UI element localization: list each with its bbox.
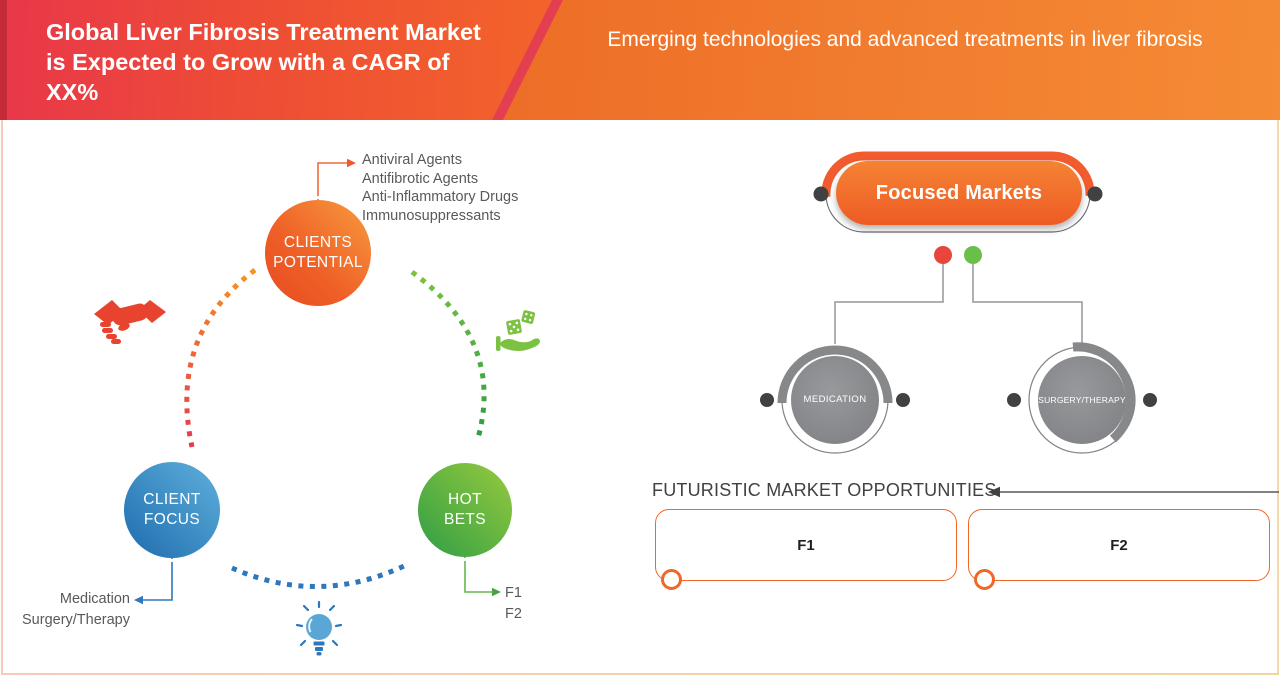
branch-line-medication bbox=[834, 264, 944, 344]
list-item: Anti-Inflammatory Drugs bbox=[362, 189, 519, 206]
bubble-label-line: CLIENT bbox=[143, 491, 201, 509]
focused-markets-pill: Focused Markets bbox=[836, 161, 1082, 225]
bubble-label-line: CLIENTS bbox=[283, 234, 353, 252]
clients-potential-list: Antiviral Agents Antifibrotic Agents Ant… bbox=[362, 151, 518, 226]
bubble-label-line: FOCUS bbox=[143, 511, 201, 528]
bubble-label-line: POTENTIAL bbox=[273, 254, 363, 271]
anchor-dot-left bbox=[813, 186, 829, 202]
surgery-therapy-label: SURGERY/THERAPY bbox=[1038, 395, 1126, 405]
client-focus-list: Medication Surgery/Therapy bbox=[14, 589, 130, 631]
clients-potential-bubble: CLIENTS POTENTIAL bbox=[265, 200, 371, 306]
hot-bets-bubble: HOT BETS bbox=[418, 463, 512, 557]
dotted-arc-orange bbox=[184, 267, 257, 448]
frame-border-bottom bbox=[1, 673, 1279, 675]
client-focus-bubble: CLIENT FOCUS bbox=[124, 462, 220, 558]
header-left-accent-strip bbox=[0, 0, 7, 120]
f1-anchor-dot bbox=[661, 569, 682, 590]
handshake-icon bbox=[94, 300, 166, 344]
list-item: Antiviral Agents bbox=[362, 152, 462, 168]
f2-box: F2 bbox=[968, 509, 1270, 581]
list-item: F1 bbox=[505, 585, 522, 601]
clients-potential-connector bbox=[317, 158, 356, 201]
page-title: Global Liver Fibrosis Treatment Market i… bbox=[46, 19, 481, 105]
dotted-arc-green bbox=[410, 269, 487, 439]
hot-bets-list: F1 F2 bbox=[505, 583, 522, 625]
list-item: F2 bbox=[505, 606, 522, 622]
branch-line-surgery bbox=[972, 264, 1083, 344]
opportunities-heading: FUTURISTIC MARKET OPPORTUNITIES bbox=[652, 480, 997, 500]
header-right-panel bbox=[503, 0, 1280, 120]
medication-label: MEDICATION bbox=[803, 394, 867, 405]
bubble-label-line: HOT bbox=[448, 491, 482, 509]
f2-anchor-dot bbox=[974, 569, 995, 590]
f1-box: F1 bbox=[655, 509, 957, 581]
list-item: Surgery/Therapy bbox=[22, 612, 130, 628]
list-item: Immunosuppressants bbox=[362, 208, 501, 225]
header-subtitle: Emerging technologies and advanced treat… bbox=[607, 28, 1203, 51]
lightbulb-icon bbox=[295, 600, 343, 656]
list-item: Antifibrotic Agents bbox=[362, 170, 479, 187]
dotted-arc-blue bbox=[230, 563, 406, 589]
list-item: Medication bbox=[59, 591, 130, 607]
frame-border-right bbox=[1277, 120, 1279, 674]
dice-hand-icon bbox=[496, 310, 540, 351]
legend-dot-green bbox=[964, 246, 982, 264]
anchor-dot-right bbox=[1087, 186, 1103, 202]
bubble-label-line: BETS bbox=[443, 511, 487, 528]
frame-border-left bbox=[1, 120, 3, 674]
client-focus-connector bbox=[134, 558, 173, 605]
opportunities-arrow bbox=[988, 486, 1279, 498]
hot-bets-connector bbox=[464, 557, 501, 597]
legend-dot-red bbox=[934, 246, 952, 264]
